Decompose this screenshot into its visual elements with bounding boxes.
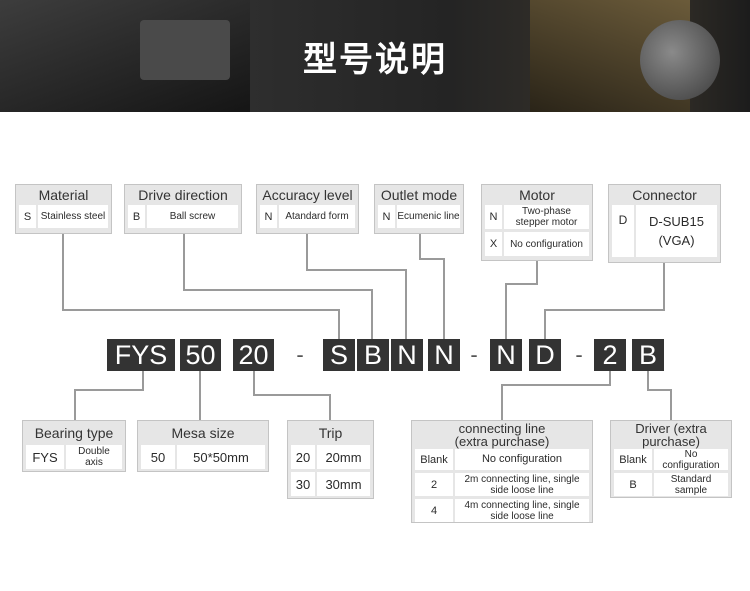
driver-code-1: Blank [614,449,652,470]
line-outlet [419,233,445,339]
line-trip [253,371,331,420]
driver-desc-1: No configuration [654,449,728,471]
material-code: S [19,205,36,228]
driver-title: Driver (extra purchase) [635,421,707,449]
accuracy-level-desc: Atandard form [279,205,355,228]
line-cable [501,371,611,420]
drive-direction-desc: Ball screw [147,205,238,228]
connector-code: D [612,205,634,257]
connecting-line-code-3: 4 [415,499,453,522]
trip-desc-2: 30mm [317,472,370,496]
motor-title: Motor [519,187,555,203]
material-title: Material [38,187,89,203]
code-mesa: 50 [180,339,221,371]
code-connector: D [529,339,561,371]
connecting-line-title: connecting line (extra purchase) [454,421,550,449]
line-driver [647,371,672,420]
code-outlet: N [428,339,460,371]
outlet-mode-code: N [378,205,395,228]
outlet-mode-desc: Ecumenic line [397,205,460,228]
code-dash-1: - [296,342,304,367]
connector-desc: D-SUB15 (VGA) [636,205,717,257]
code-motor: N [490,339,522,371]
mesa-size-desc: 50*50mm [177,445,265,469]
material-desc: Stainless steel [38,205,108,228]
connecting-line-desc-1: No configuration [455,449,589,470]
mesa-size-title: Mesa size [171,425,235,441]
code-accuracy: N [391,339,423,371]
motor-code-2: X [485,232,502,256]
banner-knob [640,20,720,100]
accuracy-level-title: Accuracy level [262,187,353,203]
drive-direction-title: Drive direction [138,187,228,203]
connecting-line-desc-3: 4m connecting line, single side loose li… [455,499,589,522]
code-fys: FYS [107,339,175,371]
trip-desc-1: 20mm [317,445,370,469]
code-cable: 2 [594,339,626,371]
trip-code-2: 30 [291,472,315,496]
accuracy-level-code: N [260,205,277,228]
connecting-line-code-2: 2 [415,473,453,496]
code-material: S [323,339,355,371]
code-drive: B [357,339,389,371]
trip-title: Trip [318,425,343,441]
driver-desc-2: Standard sample [654,473,728,496]
banner-device-mid [140,20,230,80]
line-motor [505,260,538,339]
code-driver: B [632,339,664,371]
line-accuracy [306,233,407,339]
line-drive [183,233,373,339]
page-title: 型号说明 [303,40,447,80]
code-dash-3: - [575,342,583,367]
driver-code-2: B [614,473,652,496]
code-trip: 20 [233,339,274,371]
mesa-size-code: 50 [141,445,175,469]
header-banner: 型号说明 [0,0,750,112]
motor-desc-1: Two-phase stepper motor [504,205,589,229]
line-connector [544,262,665,339]
line-bearing [74,371,144,420]
outlet-mode-title: Outlet mode [380,187,458,203]
motor-desc-2: No configuration [504,232,589,256]
connecting-line-desc-2: 2m connecting line, single side loose li… [455,473,589,496]
drive-direction-code: B [128,205,145,228]
motor-code-1: N [485,205,502,229]
connecting-line-code-1: Blank [415,449,453,470]
bearing-type-code: FYS [26,445,64,469]
bearing-type-desc: Double axis [66,445,122,469]
line-material [62,233,340,339]
bearing-type-title: Bearing type [34,425,114,441]
code-dash-2: - [470,342,478,367]
connector-title: Connector [632,187,697,203]
trip-code-1: 20 [291,445,315,469]
